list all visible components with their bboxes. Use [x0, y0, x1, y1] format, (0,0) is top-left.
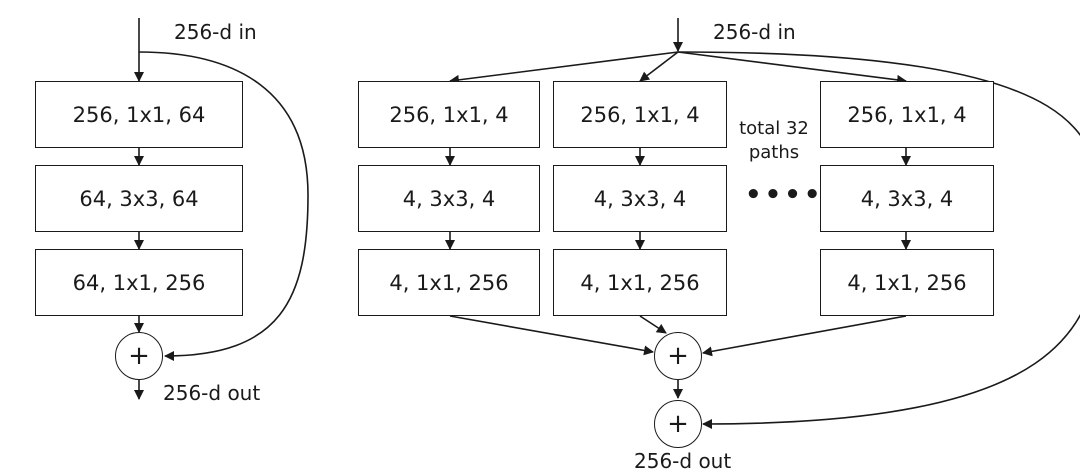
- merge-path-1: [449, 315, 654, 356]
- merge-path-2: [639, 315, 667, 334]
- path32-layer-1: 256, 1x1, 4: [820, 81, 994, 148]
- ellipsis: ••••: [745, 180, 824, 210]
- residual-sum-node: +: [654, 400, 702, 448]
- path32-layer-3: 4, 1x1, 256: [820, 249, 994, 316]
- merge-path-32: [702, 315, 907, 357]
- path2-layer-1: 256, 1x1, 4: [553, 81, 727, 148]
- path1-layer-2: 4, 3x3, 4: [358, 165, 540, 232]
- path2-layer-3: 4, 1x1, 256: [553, 249, 727, 316]
- path1-layer-3: 4, 1x1, 256: [358, 249, 540, 316]
- aggregation-sum-node: +: [654, 332, 702, 380]
- right-input-label: 256-d in: [713, 20, 796, 44]
- right-output-label: 256-d out: [634, 449, 732, 473]
- total-paths-note-line1: total 32: [739, 118, 809, 139]
- left-layer-2: 64, 3x3, 64: [35, 165, 243, 232]
- fan-out-path-2: [639, 51, 679, 82]
- left-input-label: 256-d in: [174, 20, 257, 44]
- right-shortcut-arc: [677, 51, 1080, 429]
- path2-layer-2: 4, 3x3, 4: [553, 165, 727, 232]
- path32-layer-2: 4, 3x3, 4: [820, 165, 994, 232]
- left-layer-1: 256, 1x1, 64: [35, 81, 243, 148]
- total-paths-note-line2: paths: [748, 142, 800, 163]
- fan-out-path-32: [677, 51, 907, 85]
- left-sum-node: +: [115, 332, 163, 380]
- path1-layer-1: 256, 1x1, 4: [358, 81, 540, 148]
- left-layer-3: 64, 1x1, 256: [35, 249, 243, 316]
- fan-out-path-1: [449, 51, 679, 85]
- left-output-label: 256-d out: [163, 381, 261, 405]
- total-paths-note: total 32 paths: [728, 117, 820, 165]
- left-shortcut-arc: [138, 51, 309, 361]
